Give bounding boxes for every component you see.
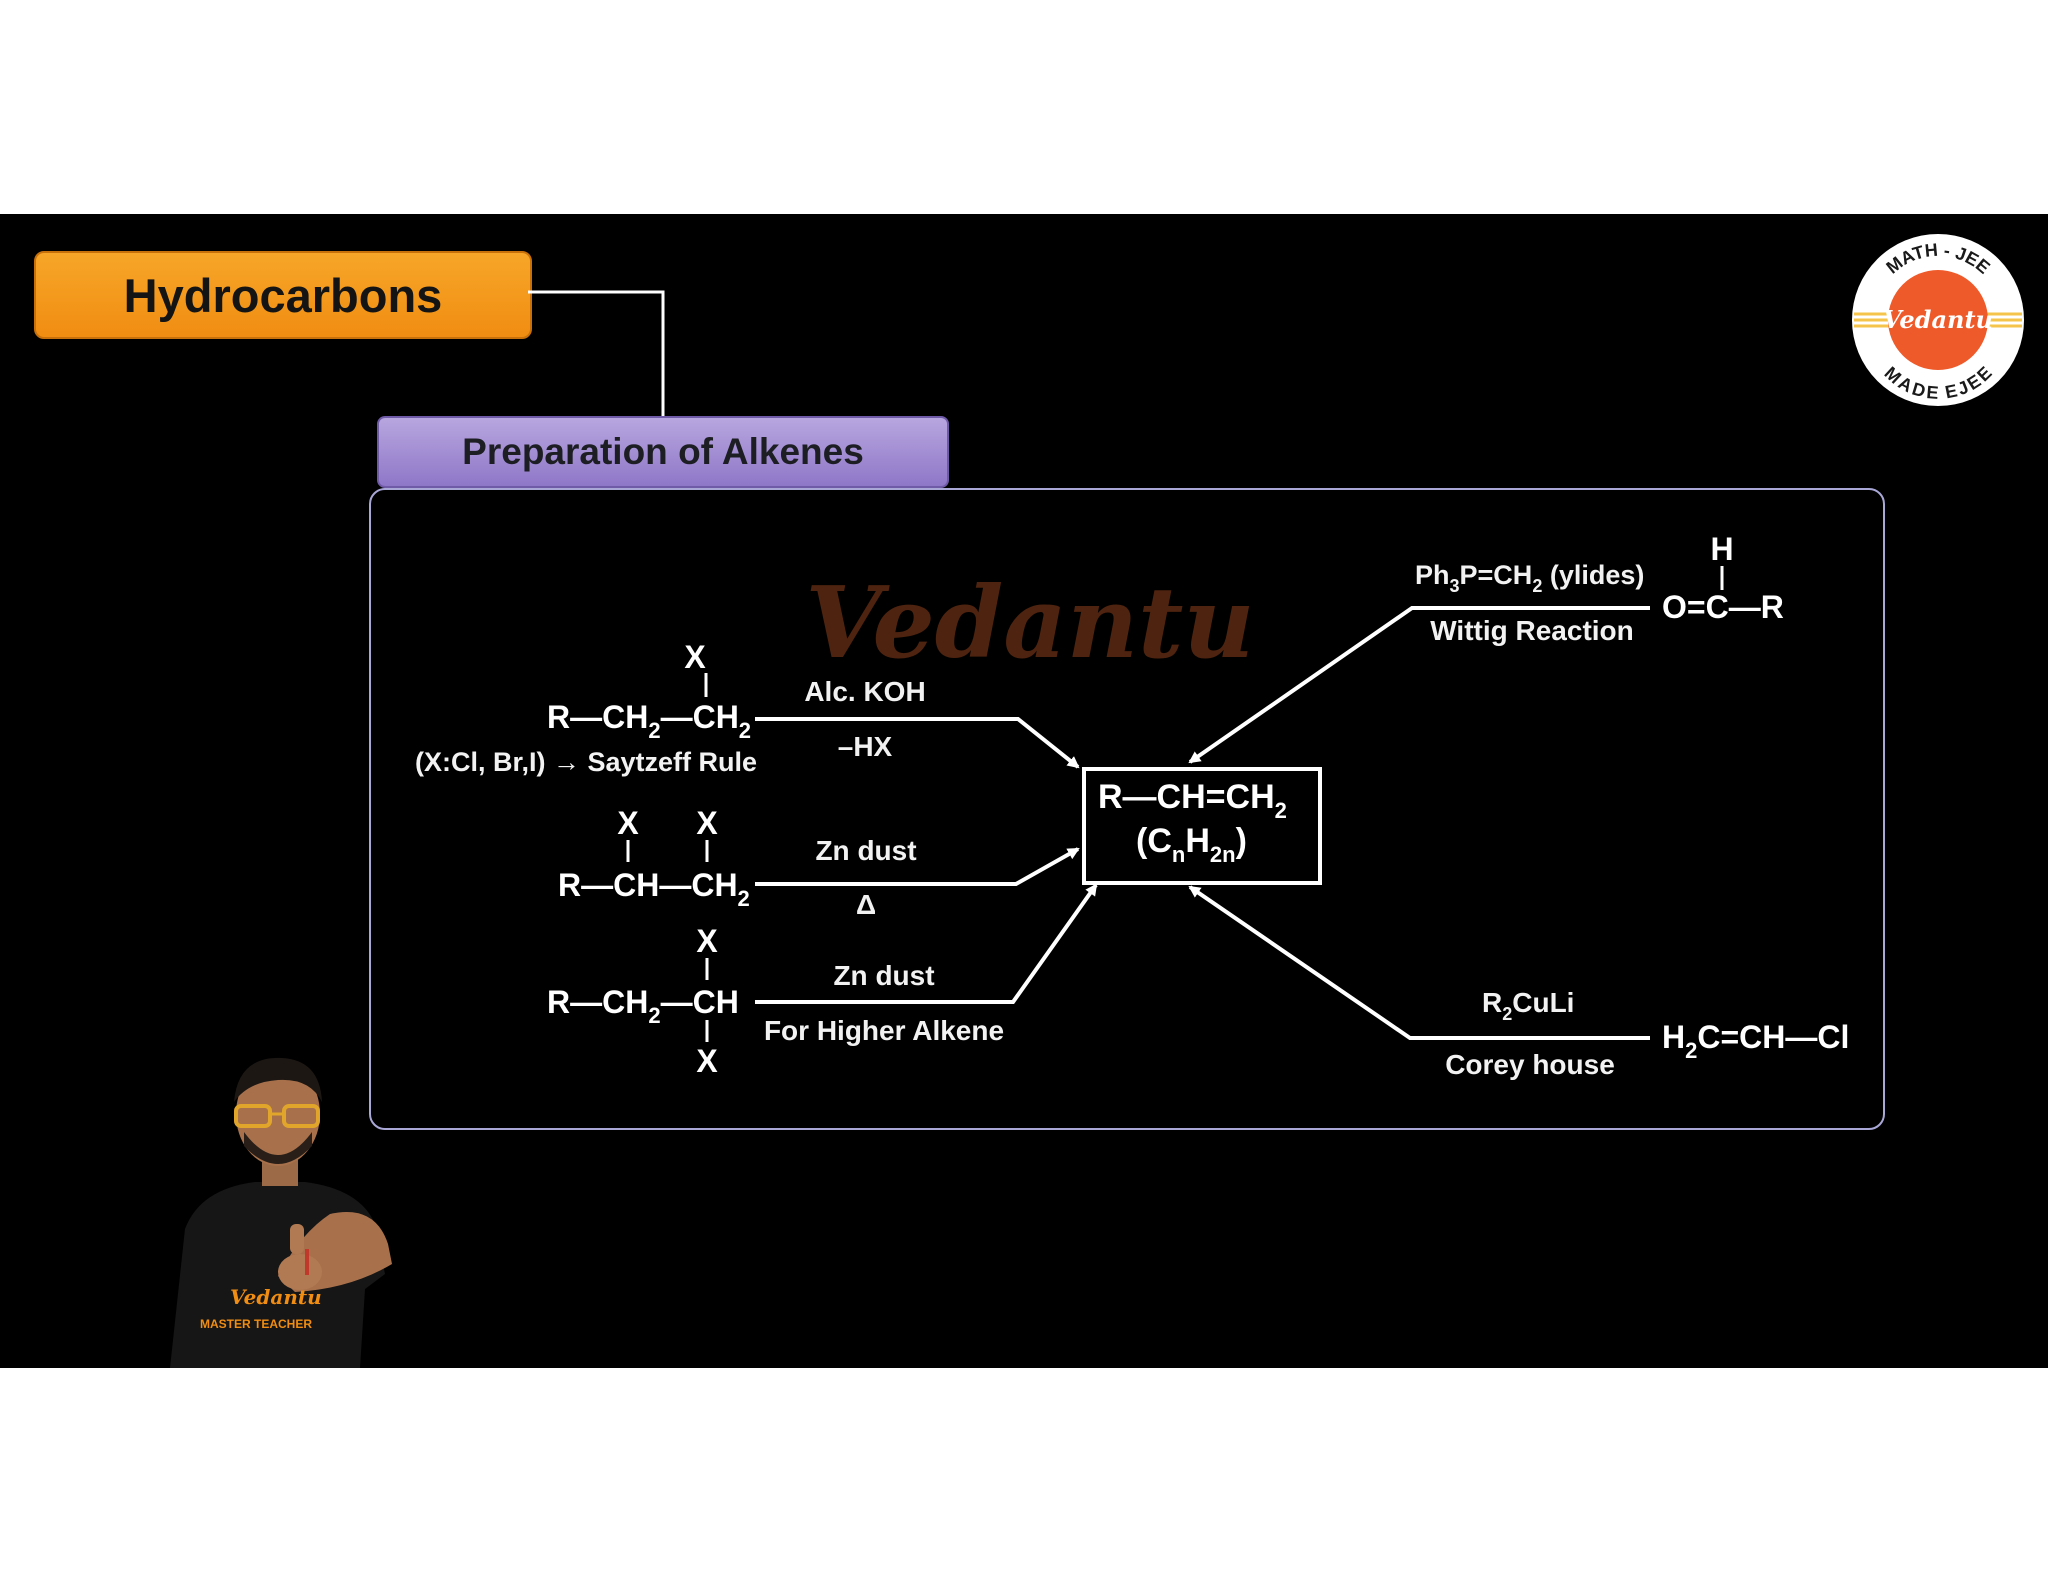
presenter-shirt-title: MASTER TEACHER xyxy=(200,1317,312,1331)
route-2-reagent: Zn dust xyxy=(815,835,916,866)
route-4-reagent: Ph3P=CH2 (ylides) xyxy=(1415,560,1644,596)
route-5-arrow xyxy=(1188,885,1650,1040)
vedantu-logo: MATH - JEE Vedantu MADE EJEE xyxy=(1852,234,2024,406)
route-3-reagent: Zn dust xyxy=(833,960,934,991)
svg-text:O=C—R: O=C—R xyxy=(1662,589,1784,625)
route-1-reagent: Alc. KOH xyxy=(804,676,925,707)
section-banner: Preparation of Alkenes xyxy=(377,416,949,488)
svg-text:X: X xyxy=(684,639,706,675)
connector-line xyxy=(528,290,665,416)
svg-text:R—CH2—CH: R—CH2—CH xyxy=(547,984,739,1028)
product-box xyxy=(1082,767,1322,885)
route-4-condition: Wittig Reaction xyxy=(1430,615,1634,646)
reaction-panel xyxy=(369,488,1885,1130)
route-2-arrow xyxy=(755,847,1080,886)
svg-text:R—CH2—CH2: R—CH2—CH2 xyxy=(547,699,751,743)
svg-text:H2C=CH—Cl: H2C=CH—Cl xyxy=(1662,1019,1849,1063)
route-1-note: (X:Cl, Br,I) → Saytzeff Rule xyxy=(415,747,757,777)
svg-text:X: X xyxy=(696,1043,718,1079)
slide-canvas: Hydrocarbons Preparation of Alkenes MATH… xyxy=(0,214,2048,1368)
presenter-figure: Vedantu MASTER TEACHER xyxy=(170,1057,392,1368)
product-formula: R—CH=CH2 xyxy=(1098,778,1287,823)
route-1-arrow xyxy=(755,717,1080,769)
route-5-condition: Corey house xyxy=(1445,1049,1615,1080)
svg-text:X: X xyxy=(696,805,718,841)
route-3-condition: For Higher Alkene xyxy=(764,1015,1004,1046)
presenter-shirt-brand: Vedantu xyxy=(230,1285,322,1309)
logo-brand: Vedantu xyxy=(1883,305,1993,334)
title-banner: Hydrocarbons xyxy=(34,251,532,339)
route-4-arrow xyxy=(1188,606,1650,764)
svg-text:R—CH—CH2: R—CH—CH2 xyxy=(558,867,750,911)
watermark: Vedantu xyxy=(805,566,1254,681)
product-general-formula: (CnH2n) xyxy=(1136,822,1247,867)
route-3-arrow xyxy=(755,883,1098,1004)
svg-text:H: H xyxy=(1710,531,1733,567)
route-1-condition: –HX xyxy=(838,731,893,762)
route-2-condition: Δ xyxy=(856,889,876,920)
svg-text:X: X xyxy=(696,923,718,959)
page-title: Hydrocarbons xyxy=(123,268,443,322)
section-title: Preparation of Alkenes xyxy=(462,431,864,472)
route-5-reagent: R2CuLi xyxy=(1482,987,1574,1024)
svg-text:X: X xyxy=(617,805,639,841)
